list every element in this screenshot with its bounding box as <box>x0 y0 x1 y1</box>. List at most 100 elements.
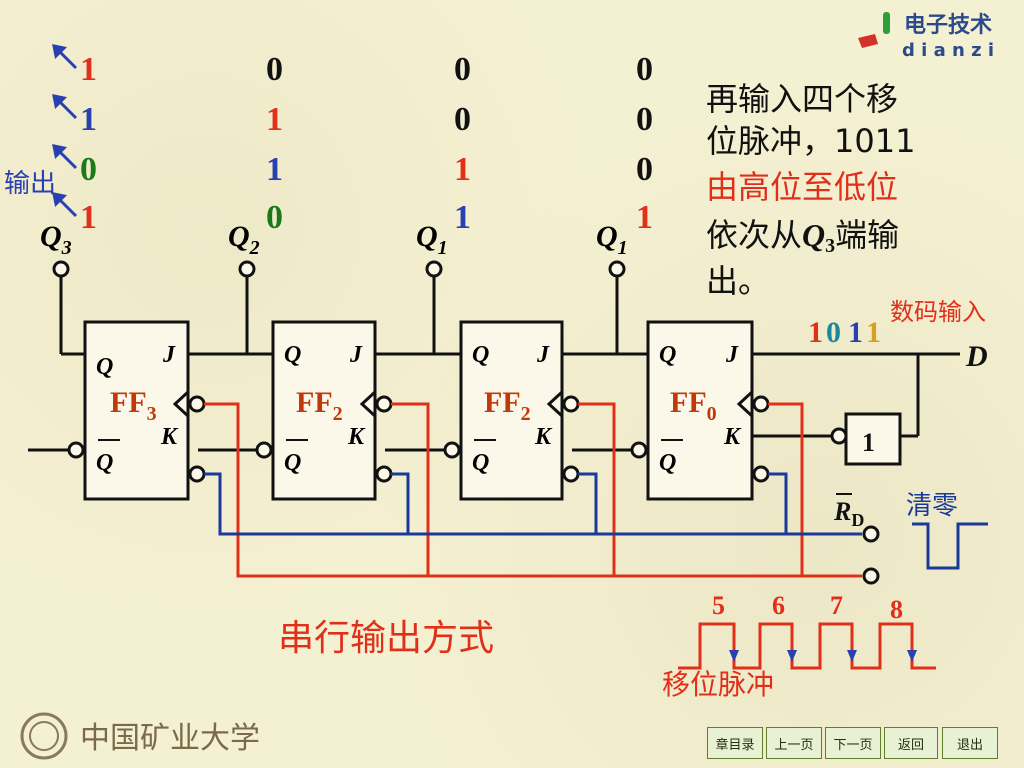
ff3-j-pin: J <box>162 342 176 368</box>
university-logo: 中国矿业大学 <box>20 712 260 760</box>
pulse-number: 7 <box>830 591 843 620</box>
input-digit: 1 <box>808 316 823 349</box>
next-page-button[interactable]: 下一页 <box>825 727 881 759</box>
pulse-label: 移位脉冲 <box>662 668 774 701</box>
ff1-qbar-pin: Q <box>472 450 489 476</box>
back-button[interactable]: 返回 <box>884 727 938 759</box>
pulse-waveform-icon <box>678 622 936 670</box>
cell-r2-c3: 0 <box>636 151 653 188</box>
logo-subtitle: d i a n z i <box>902 40 994 61</box>
clock-icon <box>359 390 377 418</box>
cell-r2-c2: 1 <box>454 151 471 188</box>
cell-r2-c1: 1 <box>266 151 283 188</box>
cell-r0-c3: 0 <box>636 51 653 88</box>
arrowhead-icon <box>52 144 68 160</box>
chapter-button[interactable]: 章目录 <box>707 727 763 759</box>
ff1-k-pin: K <box>534 424 553 450</box>
logo-bulb-icon <box>883 12 890 34</box>
pulse-number: 6 <box>772 591 785 620</box>
flipflop-ff1: Q Q J K FF2 <box>443 320 580 501</box>
ff0-name: FF0 <box>670 386 717 425</box>
university-name: 中国矿业大学 <box>80 721 260 756</box>
arrowhead-icon <box>52 44 68 60</box>
description-line-3: 由高位至低位 <box>706 168 898 206</box>
clock-icon <box>736 390 754 418</box>
description-line-5: 出。 <box>706 262 770 300</box>
q1-label: Q1 <box>416 220 448 259</box>
cell-r0-c2: 0 <box>454 51 471 88</box>
ff1-j-pin: J <box>536 342 550 368</box>
wiring <box>28 276 960 452</box>
clear-line <box>204 472 862 536</box>
ff0-qbar-pin: Q <box>659 450 676 476</box>
ff0-j-pin: J <box>725 342 739 368</box>
cell-r1-c3: 0 <box>636 101 653 138</box>
ff2-qbar-pin: Q <box>284 450 301 476</box>
arrowhead-icon <box>52 94 68 110</box>
down-arrow-icon <box>729 650 739 662</box>
ff3-k-pin: K <box>160 424 179 450</box>
rd-label: RD <box>833 497 864 530</box>
cell-r0-c0: 1 <box>80 51 97 88</box>
cell-r1-c1: 1 <box>266 101 283 138</box>
input-digit: 0 <box>826 316 841 349</box>
ff3-qbar-pin: Q <box>96 450 113 476</box>
cell-r3-c0: 1 <box>80 199 97 236</box>
clock-line <box>204 402 862 578</box>
ff0-k-pin: K <box>723 424 742 450</box>
logo-pen-icon <box>858 34 878 48</box>
output-arrows <box>52 44 78 218</box>
clock-icon <box>172 390 190 418</box>
cell-r1-c0: 1 <box>80 101 97 138</box>
inverter-gate: 1 <box>830 412 902 466</box>
ff2-k-pin: K <box>347 424 366 450</box>
ff3-q-pin: Q <box>96 354 113 380</box>
arrowhead-icon <box>52 192 68 208</box>
input-digit: 1 <box>866 316 881 349</box>
d-input-label: D <box>965 340 988 373</box>
cell-r1-c2: 0 <box>454 101 471 138</box>
logo-title: 电子技术 <box>904 13 992 38</box>
exit-button[interactable]: 退出 <box>942 727 998 759</box>
cell-r3-c3: 1 <box>636 199 653 236</box>
down-arrow-icon <box>787 650 797 662</box>
input-label: 数码输入 <box>890 298 986 326</box>
ff0-q-pin: Q <box>659 342 676 368</box>
flipflop-ff2: Q Q J K FF2 <box>255 320 393 501</box>
flipflop-ff3: Q Q J K FF3 <box>67 320 206 501</box>
clock-icon <box>546 390 564 418</box>
clear-label: 清零 <box>906 491 958 521</box>
ff1-q-pin: Q <box>472 342 489 368</box>
q0-label: Q1 <box>596 220 628 259</box>
flipflop-ff0: Q Q J K FF0 <box>630 320 770 501</box>
prev-page-button[interactable]: 上一页 <box>766 727 822 759</box>
state-table: 1 0 0 0 1 1 0 0 0 1 1 0 1 0 1 1 <box>80 51 653 236</box>
pulse-number: 8 <box>890 595 903 624</box>
cell-r3-c2: 1 <box>454 199 471 236</box>
clear-pulse-icon <box>912 522 988 570</box>
cell-r3-c1: 0 <box>266 199 283 236</box>
pulse-arrows <box>729 650 917 662</box>
pulse-number: 5 <box>712 591 725 620</box>
logo: 电子技术 d i a n z i <box>858 12 994 61</box>
q3-label: Q3 <box>40 220 72 259</box>
output-label: 输出 <box>4 169 56 199</box>
ff3-name: FF3 <box>110 386 157 425</box>
inverter-label: 1 <box>862 428 875 457</box>
pulse-numbers: 5 6 7 8 <box>712 591 903 624</box>
input-digit: 1 <box>848 316 863 349</box>
ff2-j-pin: J <box>349 342 363 368</box>
description-line-2: 位脉冲，1011 <box>706 122 915 160</box>
ff2-name: FF2 <box>296 386 343 425</box>
input-digits: 1 0 1 1 <box>808 316 881 349</box>
q-output-labels: Q3 Q2 Q1 Q1 <box>40 220 628 259</box>
q2-label: Q2 <box>228 220 260 259</box>
cell-r2-c0: 0 <box>80 151 97 188</box>
description-line-4: 依次从Q3端输 <box>706 216 899 257</box>
down-arrow-icon <box>907 650 917 662</box>
university-emblem-icon <box>20 712 68 760</box>
page-title: 串行输出方式 <box>278 618 494 659</box>
output-terminals <box>52 260 626 278</box>
cell-r0-c1: 0 <box>266 51 283 88</box>
